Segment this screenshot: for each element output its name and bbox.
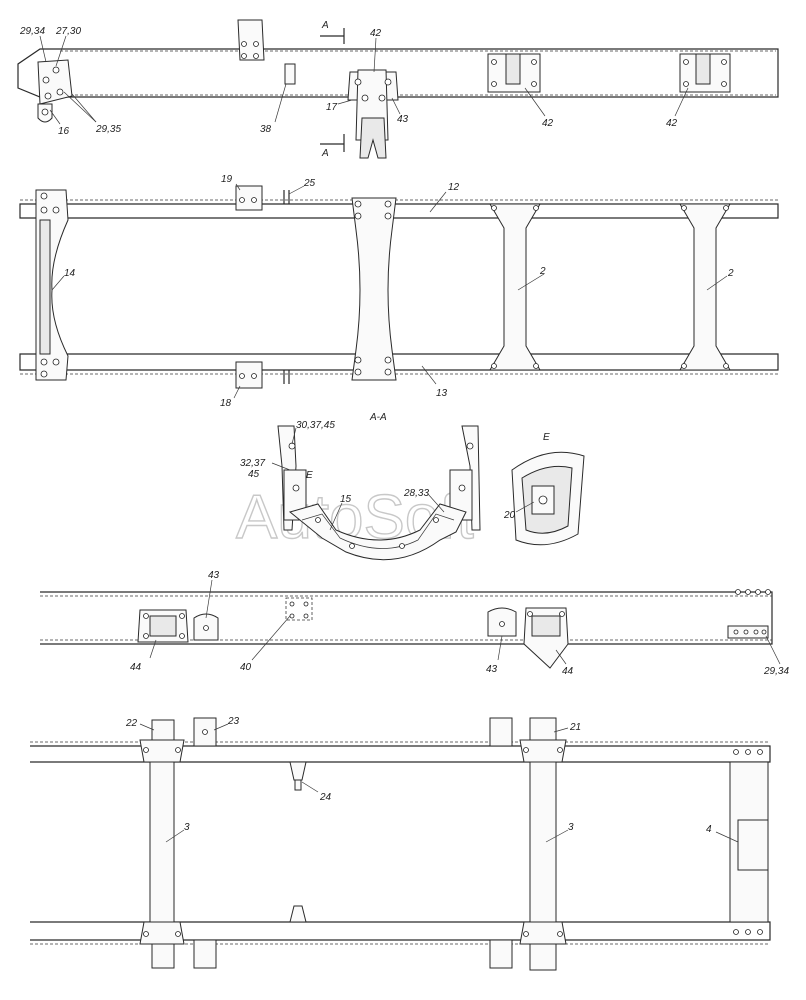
label-4: 4 [706, 824, 712, 835]
label-29-34-rear: 29,34 [763, 666, 789, 677]
label-17: 17 [326, 102, 338, 113]
view-e-title: E [543, 432, 550, 443]
section-marker-top: A [321, 20, 329, 31]
label-18: 18 [220, 398, 232, 409]
label-42-mid: 42 [542, 118, 554, 129]
label-42-center: 42 [370, 28, 382, 39]
label-e-marker: E [306, 470, 313, 481]
label-16: 16 [58, 126, 70, 137]
label-12: 12 [448, 182, 460, 193]
label-14: 14 [64, 268, 76, 279]
view-section-a-a: A-A E 30,37,45 32,37 45 E 15 28,33 20 [240, 412, 585, 561]
label-40: 40 [240, 662, 252, 673]
label-43-rear-left: 43 [208, 570, 220, 581]
label-44-right: 44 [562, 666, 574, 677]
label-43-top: 43 [397, 114, 409, 125]
label-23: 23 [227, 716, 240, 727]
view-plan-rear: 22 23 21 24 3 3 4 [30, 716, 771, 971]
label-44-left: 44 [130, 662, 142, 673]
view-side-top: A A 29,34 27,30 16 29,35 38 42 17 43 42 … [17, 19, 779, 159]
label-42-right: 42 [666, 118, 678, 129]
label-32-37: 32,37 [240, 458, 265, 469]
label-3-left: 3 [184, 822, 190, 833]
label-13: 13 [436, 388, 448, 399]
label-2-left: 2 [539, 266, 546, 277]
label-43-rear-right: 43 [486, 664, 498, 675]
section-marker-bottom: A [321, 148, 329, 159]
label-15: 15 [340, 494, 352, 505]
label-27-30: 27,30 [55, 26, 81, 37]
label-29-34-top: 29,34 [19, 26, 45, 37]
label-22: 22 [125, 718, 138, 729]
label-30-37-45: 30,37,45 [296, 420, 335, 431]
label-29-35: 29,35 [95, 124, 121, 135]
label-21: 21 [569, 722, 581, 733]
label-45: 45 [248, 469, 260, 480]
label-19: 19 [221, 174, 233, 185]
view-side-rear: 43 44 40 43 44 29,34 [40, 570, 789, 677]
label-3-right: 3 [568, 822, 574, 833]
label-25: 25 [303, 178, 316, 189]
label-20: 20 [503, 510, 516, 521]
label-2-right: 2 [727, 268, 734, 279]
label-28-33: 28,33 [403, 488, 429, 499]
view-plan-top: 19 25 12 14 2 2 18 13 [19, 174, 779, 409]
section-title: A-A [369, 412, 387, 423]
label-38: 38 [260, 124, 272, 135]
label-24: 24 [319, 792, 332, 803]
